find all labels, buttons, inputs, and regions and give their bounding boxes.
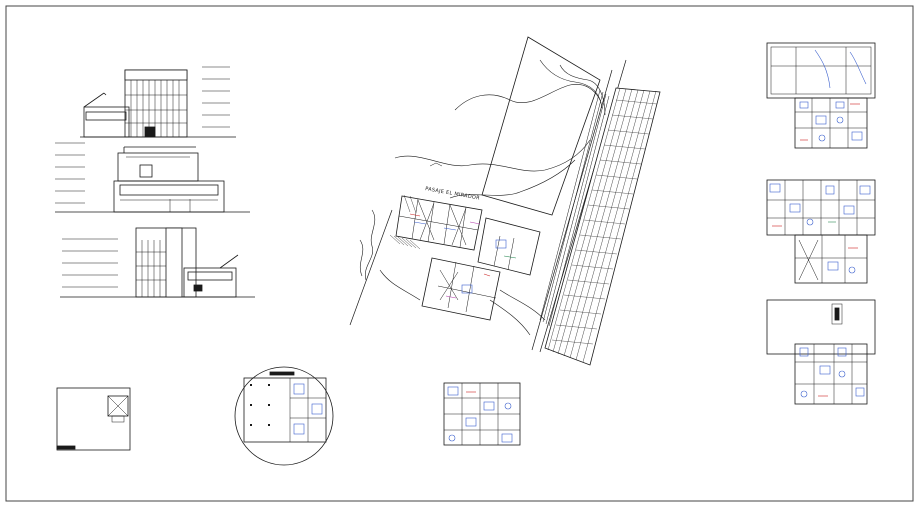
site-plan: PASAJE EL MIRADOR (349, 36, 661, 366)
site-plan-label: PASAJE EL MIRADOR (425, 186, 481, 202)
sheet-border (5, 5, 914, 502)
elevation-3 (60, 227, 255, 298)
elevation-2 (55, 142, 250, 213)
elevation-1 (80, 66, 236, 138)
floor-plan-3 (766, 299, 876, 405)
floor-plan-1 (766, 42, 876, 149)
detail-plan-a (56, 387, 131, 451)
floor-plan-2 (766, 179, 876, 284)
detail-plan-b (234, 366, 334, 466)
detail-plan-c (443, 382, 521, 446)
